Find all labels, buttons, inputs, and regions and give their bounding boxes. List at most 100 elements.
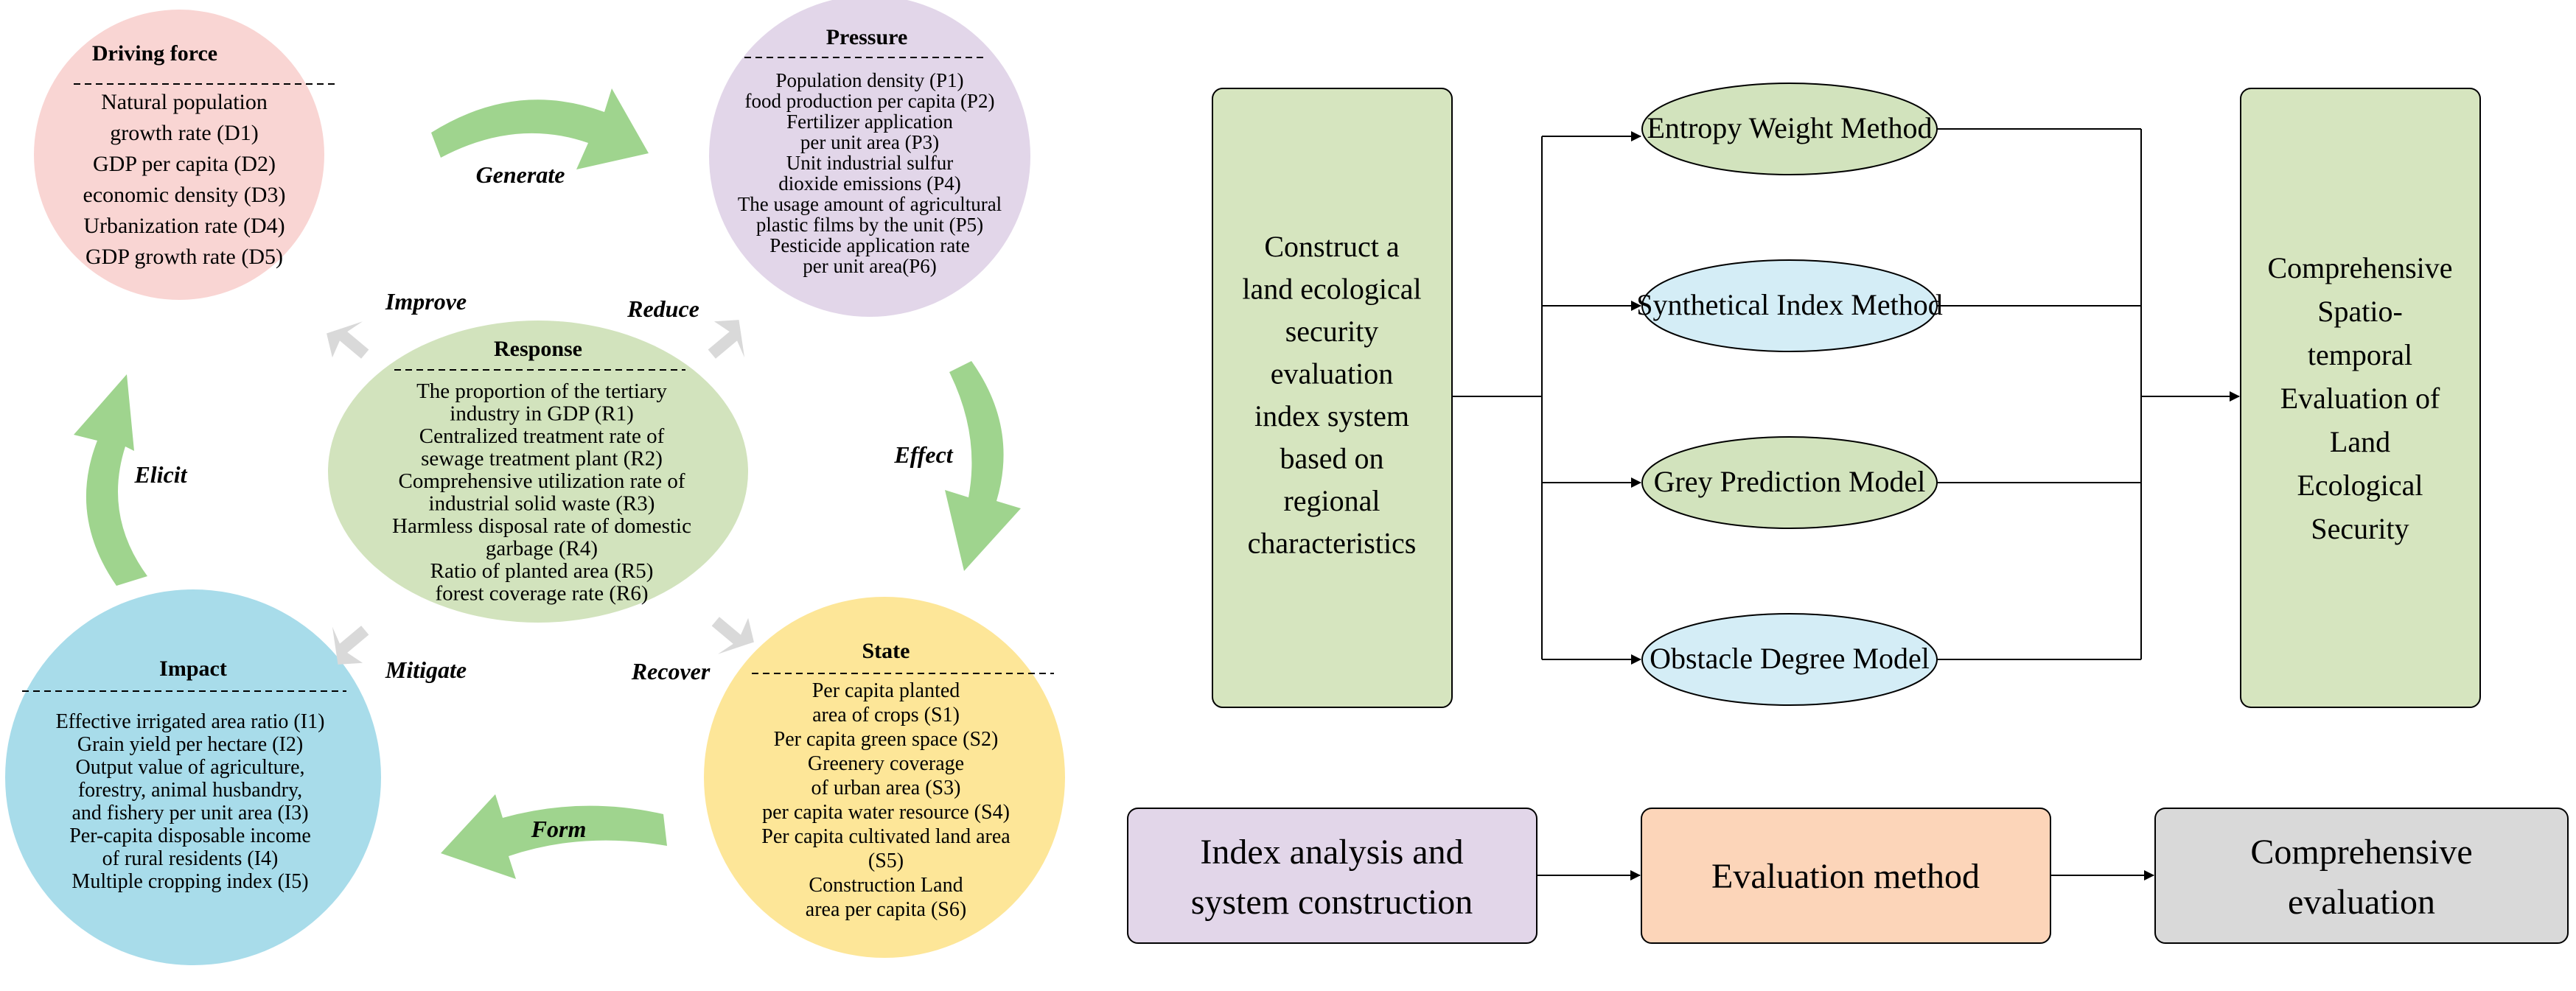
arrow-effect: Effect (893, 361, 1021, 571)
arrow-form: Form (441, 794, 667, 879)
method-label: Obstacle Degree Model (1650, 642, 1930, 675)
state-item: Construction Land (809, 874, 963, 897)
reduce-label: Reduce (626, 295, 699, 322)
construct-line: evaluation (1271, 357, 1394, 391)
response-item: garbage (R4) (486, 537, 598, 561)
response-item: Harmless disposal rate of domestic (392, 514, 691, 538)
driving-force-item: GDP per capita (D2) (93, 152, 276, 176)
step-line: Evaluation method (1711, 857, 1980, 896)
connectors (1452, 128, 2240, 665)
construct-line: index system (1254, 399, 1409, 433)
construct-line: based on (1280, 442, 1383, 475)
pressure-item: Population density (P1) (776, 69, 964, 91)
elicit-label: Elicit (133, 461, 187, 488)
response-item: forest coverage rate (R6) (435, 582, 648, 606)
pressure-item: plastic films by the unit (P5) (756, 214, 983, 236)
improve-label: Improve (385, 288, 467, 315)
driving-force-item: economic density (D3) (83, 183, 286, 207)
impact-item: Effective irrigated area ratio (I1) (56, 710, 325, 733)
response-item: industry in GDP (R1) (450, 402, 633, 426)
pressure-item: Fertilizer application (786, 111, 953, 133)
state-item: (S5) (868, 850, 904, 872)
state-item: per capita water resource (S4) (762, 801, 1010, 824)
construct-line: Construct a (1264, 230, 1400, 263)
response-item: The proportion of the tertiary (416, 379, 667, 403)
pressure-item: food production per capita (P2) (745, 90, 995, 112)
driving-force-title: Driving force (92, 41, 217, 66)
result-line: Comprehensive (2267, 251, 2452, 284)
step-line: system construction (1191, 883, 1473, 922)
method-label: Grey Prediction Model (1654, 465, 1926, 498)
impact-item: Grain yield per hectare (I2) (77, 733, 303, 756)
construct-line: characteristics (1248, 527, 1417, 560)
driving-force-item: GDP growth rate (D5) (85, 245, 283, 269)
process-steps: Index analysis and system construction Ev… (1127, 808, 2569, 944)
pressure-item: The usage amount of agricultural (738, 193, 1002, 215)
state-item: Greenery coverage (808, 752, 964, 775)
pressure-title: Pressure (826, 25, 908, 49)
recover-label: Recover (631, 658, 711, 684)
impact-item: of rural residents (I4) (102, 847, 279, 870)
circle-pressure: Pressure Population density (P1)food pro… (709, 0, 1030, 317)
step-line: Index analysis and (1200, 833, 1463, 872)
arrow-reduce: Reduce (626, 295, 745, 359)
state-item: of urban area (S3) (811, 777, 961, 799)
effect-label: Effect (893, 441, 953, 468)
impact-item: forestry, animal husbandry, (78, 779, 302, 802)
result-line: Spatio- (2317, 295, 2403, 328)
result-line: Security (2311, 512, 2409, 545)
state-item: Per capita planted (812, 679, 960, 702)
construct-index-box: Construct a land ecological security evalua… (1212, 88, 1453, 708)
construct-line: security (1285, 315, 1379, 348)
response-item: industrial solid waste (R3) (429, 492, 655, 516)
result-line: Evaluation of (2280, 382, 2440, 415)
method-label: Synthetical Index Method (1636, 288, 1942, 321)
pressure-item: Unit industrial sulfur (786, 152, 953, 174)
impact-item: and fishery per unit area (I3) (71, 802, 308, 824)
circle-driving-force: Driving force Natural population growth r… (34, 10, 339, 300)
impact-item: Output value of agriculture, (75, 756, 304, 779)
construct-line: regional (1283, 484, 1380, 517)
arrow-mitigate: Mitigate (332, 626, 467, 683)
method-label: Entropy Weight Method (1647, 111, 1932, 144)
response-item: Centralized treatment rate of (419, 424, 665, 448)
pressure-item: per unit area(P6) (803, 255, 936, 277)
state-item: area per capita (S6) (806, 898, 966, 921)
response-item: Ratio of planted area (R5) (430, 559, 654, 583)
driving-force-item: Urbanization rate (D4) (83, 214, 285, 238)
state-item: Per capita cultivated land area (761, 825, 1010, 848)
step-line: evaluation (2288, 883, 2435, 922)
step-index-analysis (1127, 808, 1537, 944)
response-title: Response (494, 337, 582, 361)
methods-column: Entropy Weight Method Synthetical Index … (1636, 83, 1943, 706)
construct-line: land ecological (1242, 273, 1421, 306)
state-title: State (862, 639, 910, 663)
arrow-recover: Recover (631, 617, 754, 684)
driving-force-item: Natural population (101, 90, 268, 114)
step-line: Comprehensive (2250, 833, 2472, 872)
form-label: Form (531, 816, 587, 842)
arrow-generate: Generate (431, 88, 649, 188)
impact-item: Per-capita disposable income (69, 824, 311, 847)
pressure-item: Pesticide application rate (769, 234, 969, 256)
pressure-item: per unit area (P3) (800, 131, 939, 153)
arrow-improve: Improve (327, 288, 467, 359)
result-line: temporal (2308, 338, 2412, 371)
result-line: Ecological (2297, 469, 2423, 502)
driving-force-item: growth rate (D1) (110, 121, 259, 145)
generate-label: Generate (476, 161, 565, 188)
result-line: Land (2330, 425, 2390, 458)
response-item: sewage treatment plant (R2) (421, 447, 663, 471)
mitigate-label: Mitigate (385, 656, 467, 683)
pressure-item: dioxide emissions (P4) (778, 172, 961, 195)
arrow-elicit: Elicit (74, 374, 188, 586)
impact-item: Multiple cropping index (I5) (71, 870, 308, 893)
circle-response: Response The proportion of the tertiaryi… (328, 321, 748, 623)
response-item: Comprehensive utilization rate of (399, 469, 685, 493)
state-item: area of crops (S1) (812, 704, 960, 726)
impact-title: Impact (159, 656, 227, 681)
step-comprehensive-evaluation (2154, 808, 2569, 944)
